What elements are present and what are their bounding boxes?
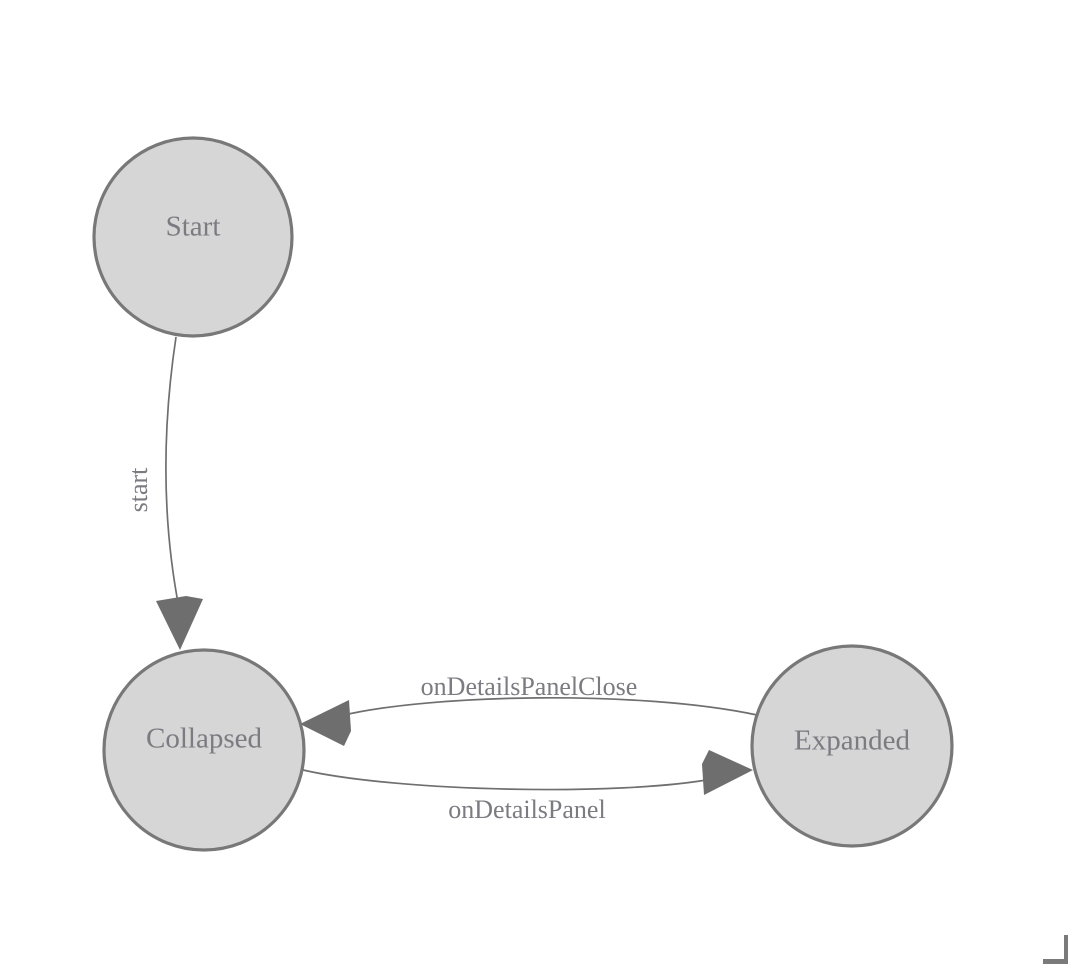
edge-label-on-details-panel: onDetailsPanel (448, 795, 605, 824)
edge-label-start: start (124, 467, 153, 513)
edge-start-to-collapsed-line (164, 336, 180, 609)
node-start-circle[interactable] (92, 136, 294, 338)
node-expanded[interactable]: Expanded (750, 644, 954, 848)
node-collapsed[interactable]: Collapsed (102, 648, 306, 852)
node-start-label: Start (166, 211, 221, 243)
edge-expanded-to-collapsed-arrowhead (300, 700, 351, 746)
edge-collapsed-to-expanded-arrowhead (702, 750, 753, 795)
edge-expanded-to-collapsed-line (339, 696, 758, 717)
edge-collapsed-to-expanded: onDetailsPanel (302, 750, 753, 824)
node-expanded-label: Expanded (794, 725, 910, 757)
edge-expanded-to-collapsed: onDetailsPanelClose (300, 672, 758, 746)
edge-start-to-collapsed-arrowhead (156, 596, 203, 650)
node-collapsed-circle[interactable] (102, 648, 306, 852)
canvas-corner-mark-horizontal (1043, 959, 1068, 964)
node-expanded-circle[interactable] (750, 644, 954, 848)
node-start[interactable]: Start (92, 136, 294, 338)
edge-label-on-details-panel-close: onDetailsPanelClose (421, 672, 638, 701)
edge-start-to-collapsed: start (124, 336, 203, 650)
canvas-corner-mark-vertical (1064, 935, 1068, 964)
node-collapsed-label: Collapsed (146, 723, 262, 755)
edge-collapsed-to-expanded-line (302, 769, 713, 791)
